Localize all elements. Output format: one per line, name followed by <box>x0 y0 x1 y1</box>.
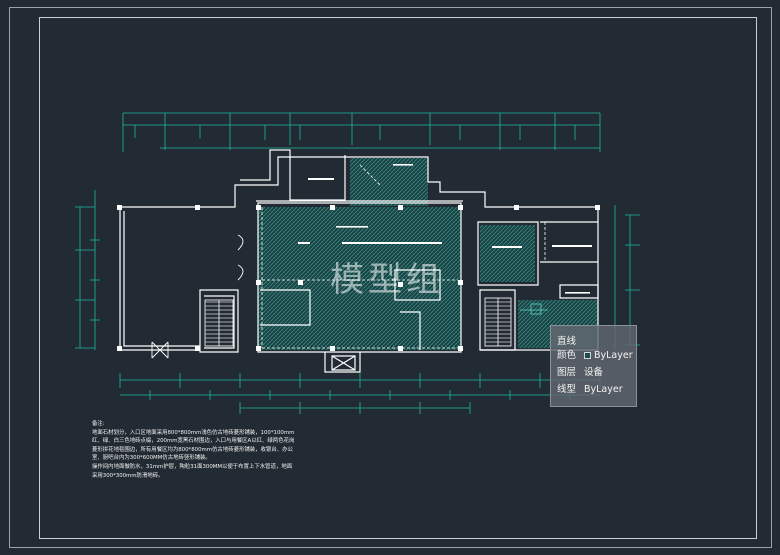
notes-line: 室、厨吧台内为300*600MM仿古地砖竖形铺装。 <box>92 455 211 462</box>
property-tooltip: 直线 颜色 ByLayer 图层设备 线型 ByLayer <box>550 325 637 407</box>
tooltip-value: 设备 <box>584 367 604 378</box>
tooltip-key: 图层 <box>557 367 577 378</box>
interior-fixtures <box>117 164 600 351</box>
doors <box>151 234 244 359</box>
notes-line: 操作间内地面做防水，31mm护层，陶粒31面300MM以便于布置上下水管道，地面 <box>92 463 293 470</box>
color-swatch-icon <box>584 352 591 359</box>
notes-heading: 备注: <box>92 421 105 427</box>
drawing-notes: 备注: 地面石材划分，入口区地面采用800*800mm浅色仿古地砖菱形铺装，10… <box>92 420 382 480</box>
tooltip-row-linetype: 线型 ByLayer <box>557 383 623 397</box>
notes-line: 红、绿、白三色地砖点缀，200mm宽黑石材围边，入口与用餐区A以红、绿两色花岗 <box>92 438 295 445</box>
selected-line[interactable] <box>520 303 548 315</box>
notes-line: 地面石材划分，入口区地面采用800*800mm浅色仿古地砖菱形铺装，100*10… <box>92 429 295 436</box>
tooltip-value: ByLayer <box>584 384 623 395</box>
tooltip-title: 直线 <box>557 336 577 347</box>
building-walls <box>119 149 599 373</box>
tooltip-key: 颜色 <box>557 350 577 361</box>
drawing-frame-outer <box>9 7 772 548</box>
dimension-lines <box>75 112 640 414</box>
notes-line: 菱形拼花地毯围边，所有用餐区均为800*800mm仿古地砖菱形铺装，收银台、办公 <box>92 446 293 453</box>
dashed-lines <box>261 164 546 349</box>
tooltip-value: ByLayer <box>594 350 633 361</box>
tooltip-row-color: 颜色 ByLayer <box>557 349 633 363</box>
tooltip-key: 线型 <box>557 384 577 395</box>
drawing-frame-inner <box>39 17 757 539</box>
tooltip-row-layer: 图层设备 <box>557 366 603 380</box>
stairs <box>204 297 512 347</box>
notes-line: 采用300*300mm防滑地砖。 <box>92 472 164 479</box>
